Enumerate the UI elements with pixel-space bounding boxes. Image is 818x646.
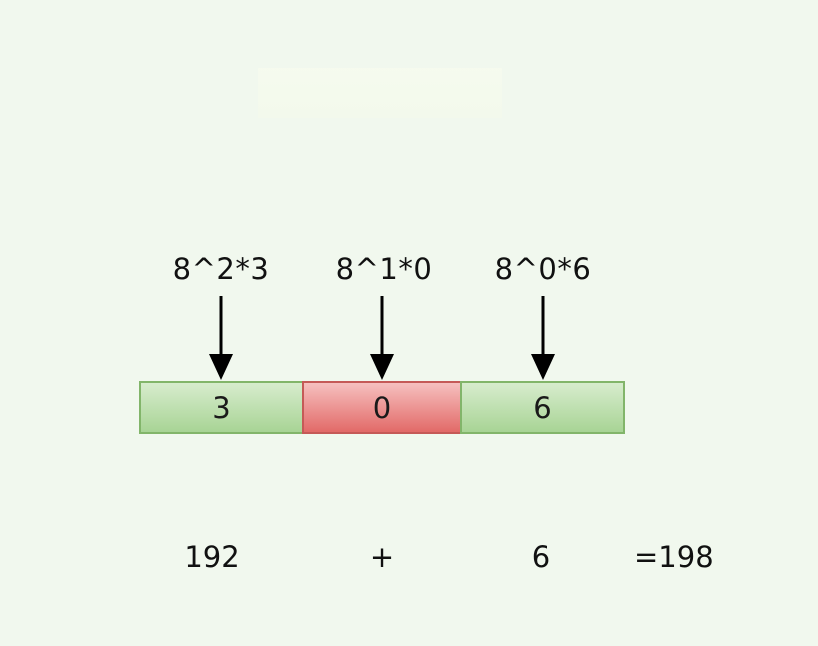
- total-result: =198: [634, 540, 714, 574]
- arrow-digit-3: [531, 296, 555, 380]
- digit-cell-2: 0: [302, 381, 462, 434]
- digit-cell-1: 3: [139, 381, 304, 434]
- plus-sign: +: [369, 540, 395, 574]
- result-digit-1: 192: [184, 540, 240, 574]
- expression-digit-3: 8^0*6: [494, 252, 592, 286]
- expression-digit-2: 8^1*0: [335, 252, 433, 286]
- digit-value: 3: [212, 390, 231, 425]
- digit-cell-3: 6: [460, 381, 625, 434]
- faint-banner: [258, 68, 502, 118]
- result-digit-3: 6: [531, 540, 551, 574]
- arrow-digit-2: [370, 296, 394, 380]
- expression-digit-1: 8^2*3: [172, 252, 270, 286]
- arrow-digit-1: [209, 296, 233, 380]
- digit-value: 6: [533, 390, 552, 425]
- digit-value: 0: [372, 390, 392, 425]
